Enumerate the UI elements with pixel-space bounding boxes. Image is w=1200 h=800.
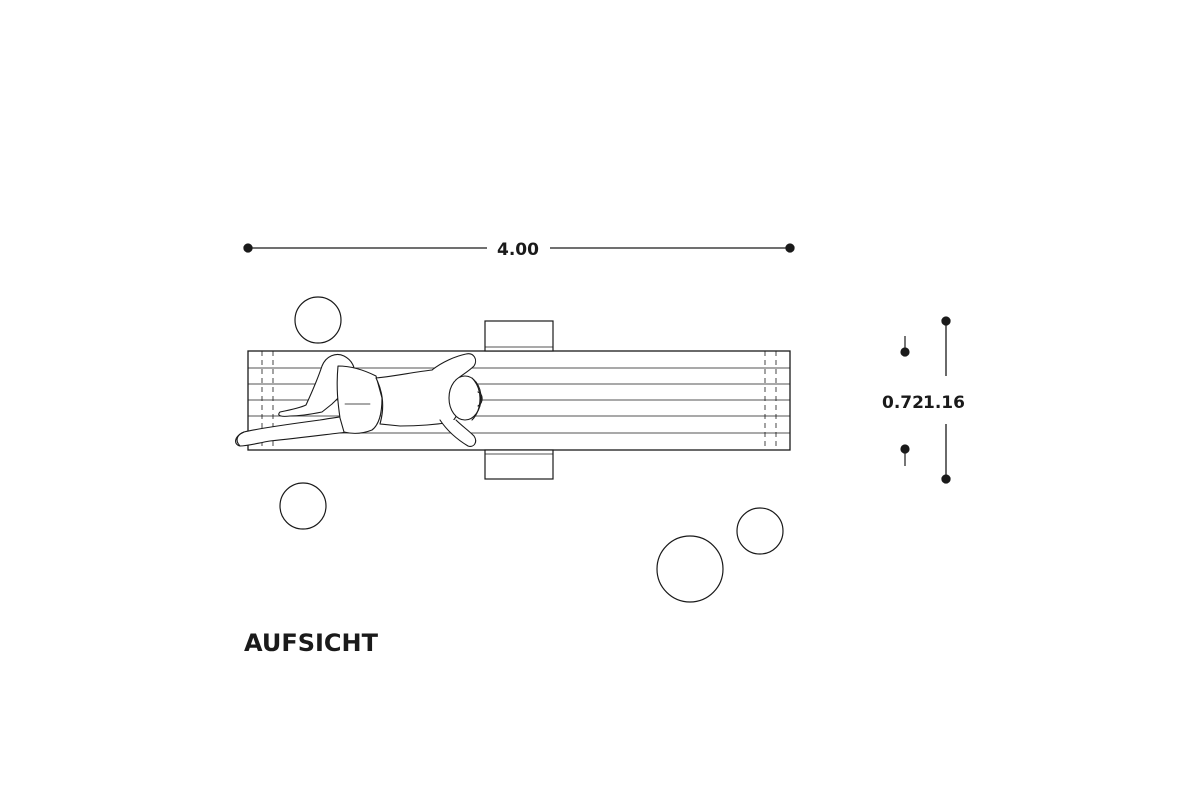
person-foot-lower — [236, 431, 245, 447]
circle-stool-small-right — [736, 507, 784, 555]
person-hair — [471, 377, 481, 421]
total-depth-label: 1.16 — [923, 393, 965, 413]
seat-depth-dimension — [900, 336, 910, 466]
person-head — [448, 375, 482, 421]
person-shorts — [336, 365, 383, 434]
seat-depth-label: 0.72 — [882, 393, 924, 413]
person-nose — [477, 391, 483, 407]
person-arm-lower — [439, 419, 477, 447]
total-depth-dimension — [941, 316, 951, 484]
person-torso — [375, 368, 461, 427]
round-objects — [279, 296, 784, 603]
person-leg-lower — [235, 415, 349, 447]
length-dimension-endpoint-right — [785, 243, 795, 253]
person-leg-bent — [278, 353, 356, 417]
circle-stool-bottom-left — [279, 482, 327, 530]
view-title: AUFSICHT — [244, 629, 379, 657]
length-dimension-label: 4.00 — [497, 240, 539, 260]
seat-depth-endpoint-top — [900, 347, 910, 357]
length-dimension-endpoint-left — [243, 243, 253, 253]
bench-support-top — [484, 320, 554, 352]
bench-support-bottom — [484, 449, 554, 480]
circle-stool-large — [656, 535, 724, 603]
length-dimension — [243, 243, 795, 253]
total-depth-endpoint-bottom — [941, 474, 951, 484]
person-arm-upper — [431, 353, 477, 381]
person-figure — [235, 353, 483, 447]
circle-stool-top-left — [294, 296, 342, 344]
